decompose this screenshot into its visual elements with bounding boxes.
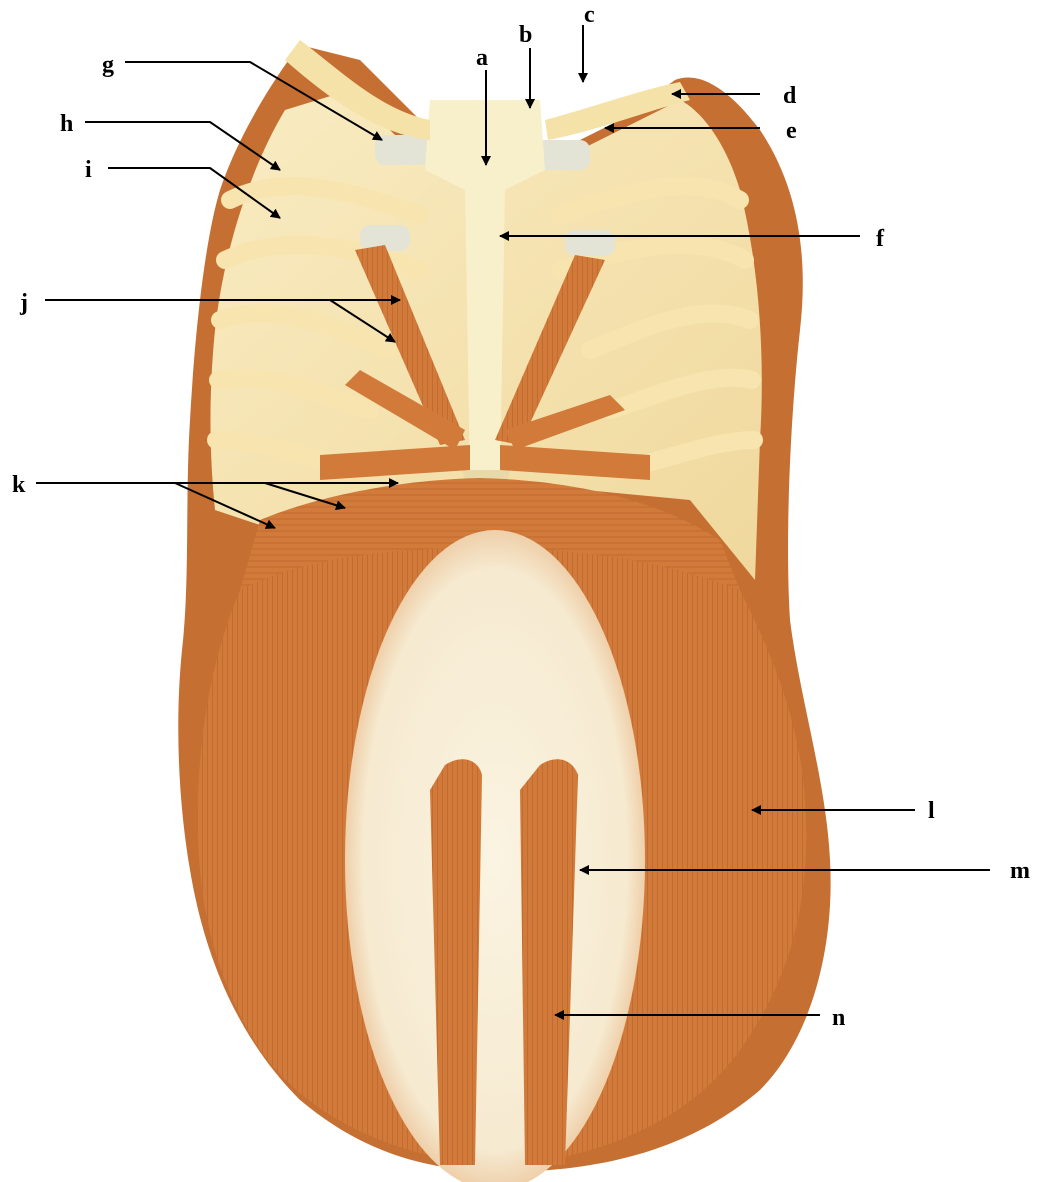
label-k: k [12, 472, 26, 498]
label-l: l [928, 798, 935, 824]
label-g: g [102, 52, 114, 78]
label-i: i [85, 157, 92, 183]
label-m: m [1010, 858, 1030, 884]
label-d: d [783, 83, 797, 109]
anatomical-model [178, 40, 830, 1182]
label-n: n [832, 1005, 845, 1031]
label-j: j [19, 290, 28, 316]
label-c: c [584, 2, 595, 28]
label-h: h [60, 111, 73, 137]
label-b: b [519, 22, 532, 48]
label-e: e [786, 118, 797, 144]
aponeurosis [345, 530, 645, 1182]
label-f: f [876, 226, 885, 252]
label-a: a [476, 45, 488, 71]
